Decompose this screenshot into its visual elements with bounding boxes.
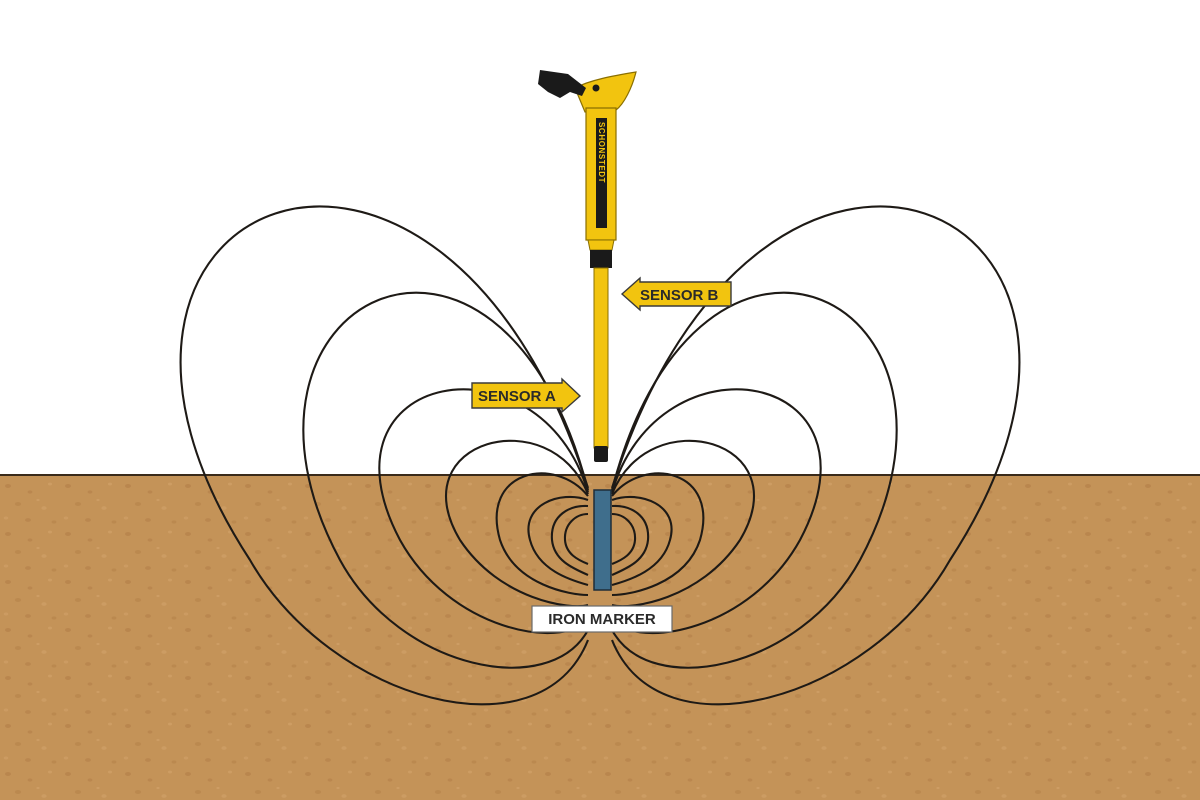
locator-brand-strip — [596, 118, 607, 228]
locator-shaft — [593, 267, 609, 449]
field-loop-right-3 — [610, 388, 822, 634]
field-loop-right-1 — [610, 205, 1021, 706]
locator-grip-knob — [592, 84, 600, 92]
locator-brand-text: SCHONSTEDT — [597, 122, 606, 183]
sensor-a-label: SENSOR A — [478, 388, 556, 405]
sensor-a-arrow — [471, 377, 582, 414]
field-loop-left-4 — [445, 439, 589, 608]
locator-tip — [594, 446, 608, 462]
locator-handle — [574, 71, 637, 113]
locator-black-band — [590, 250, 612, 268]
field-loop-right-4 — [611, 439, 755, 608]
field-loop-right-8 — [611, 512, 637, 565]
field-loop-right-5 — [611, 472, 705, 597]
iron-marker-callout: IRON MARKER — [531, 605, 673, 633]
field-loop-left-2 — [302, 291, 590, 669]
field-loop-left-5 — [495, 472, 589, 597]
field-loop-left-7 — [550, 504, 589, 576]
sensor-b-callout: SENSOR B — [620, 276, 732, 312]
sensor-b-arrow — [620, 276, 732, 312]
iron-marker-label-box — [531, 605, 673, 633]
iron-marker-label: IRON MARKER — [548, 611, 656, 628]
field-loop-left-8 — [563, 512, 589, 565]
field-loop-left-6 — [527, 495, 589, 587]
magnetic-locator: SCHONSTEDT — [538, 70, 637, 462]
magnetic-field-lines — [179, 205, 1021, 706]
field-loop-right-2 — [610, 291, 898, 669]
iron-marker-bar — [593, 489, 612, 591]
sensor-a-callout: SENSOR A — [471, 377, 582, 414]
field-loop-left-1 — [179, 205, 590, 706]
sensor-b-label: SENSOR B — [640, 287, 719, 304]
field-loop-right-6 — [611, 495, 673, 587]
locator-grip-icon — [538, 70, 586, 98]
field-loop-right-7 — [611, 504, 650, 576]
locator-collar — [587, 239, 615, 251]
